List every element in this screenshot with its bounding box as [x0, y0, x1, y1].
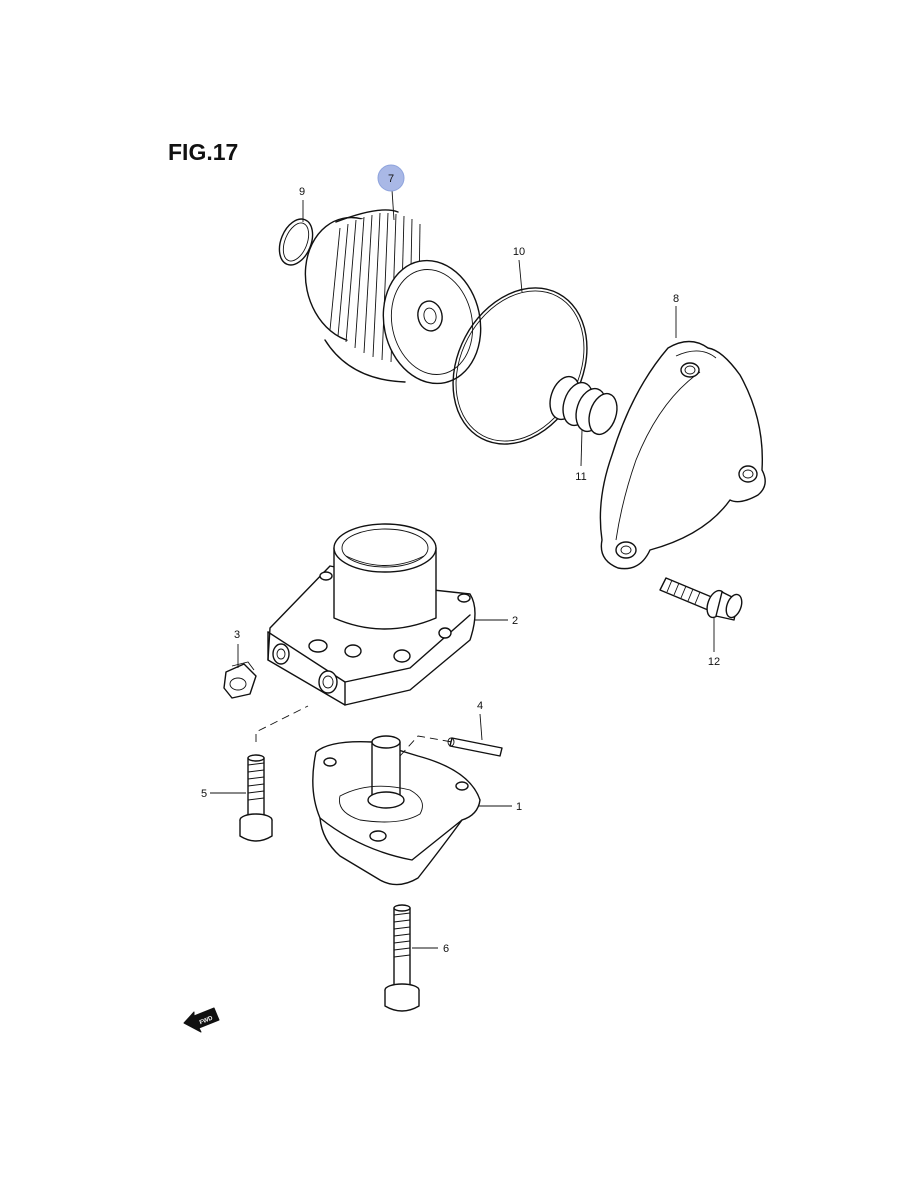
callout-11[interactable]: 11	[575, 471, 586, 483]
part-5-bolt[interactable]	[239, 754, 273, 842]
part-6-long-bolt[interactable]	[384, 904, 420, 1012]
callout-5[interactable]: 5	[201, 788, 207, 800]
fwd-label: FWD	[199, 1015, 215, 1026]
figure-title: FIG.17	[168, 139, 239, 165]
part-2-pump-housing[interactable]	[267, 523, 476, 706]
callout-4[interactable]: 4	[477, 700, 483, 712]
callout-2[interactable]: 2	[512, 615, 518, 627]
part-11-spring[interactable]	[545, 373, 622, 438]
callout-7-highlight	[377, 164, 405, 192]
callout-9[interactable]: 9	[299, 186, 305, 198]
callout-8[interactable]: 8	[673, 293, 679, 305]
leader-lines	[210, 189, 715, 949]
part-1-oil-pump[interactable]	[312, 735, 481, 886]
part-12-cover-bolt[interactable]	[659, 577, 745, 621]
part-4-pin[interactable]	[447, 737, 503, 757]
callouts: 7 9 10 8 11 12 3 2 4 5 1 6	[201, 164, 720, 955]
assembly-guide-lines	[255, 705, 453, 757]
part-7-oil-filter[interactable]	[294, 208, 492, 393]
callout-12[interactable]: 12	[708, 656, 720, 668]
part-8-filter-cover[interactable]	[599, 340, 766, 570]
callout-10[interactable]: 10	[513, 246, 525, 258]
callout-3[interactable]: 3	[234, 629, 240, 641]
callout-1[interactable]: 1	[516, 801, 522, 813]
callout-6[interactable]: 6	[443, 943, 449, 955]
part-3-plug[interactable]	[223, 661, 257, 699]
forward-arrow-icon: FWD	[183, 1007, 220, 1033]
callout-7[interactable]: 7	[388, 173, 394, 185]
